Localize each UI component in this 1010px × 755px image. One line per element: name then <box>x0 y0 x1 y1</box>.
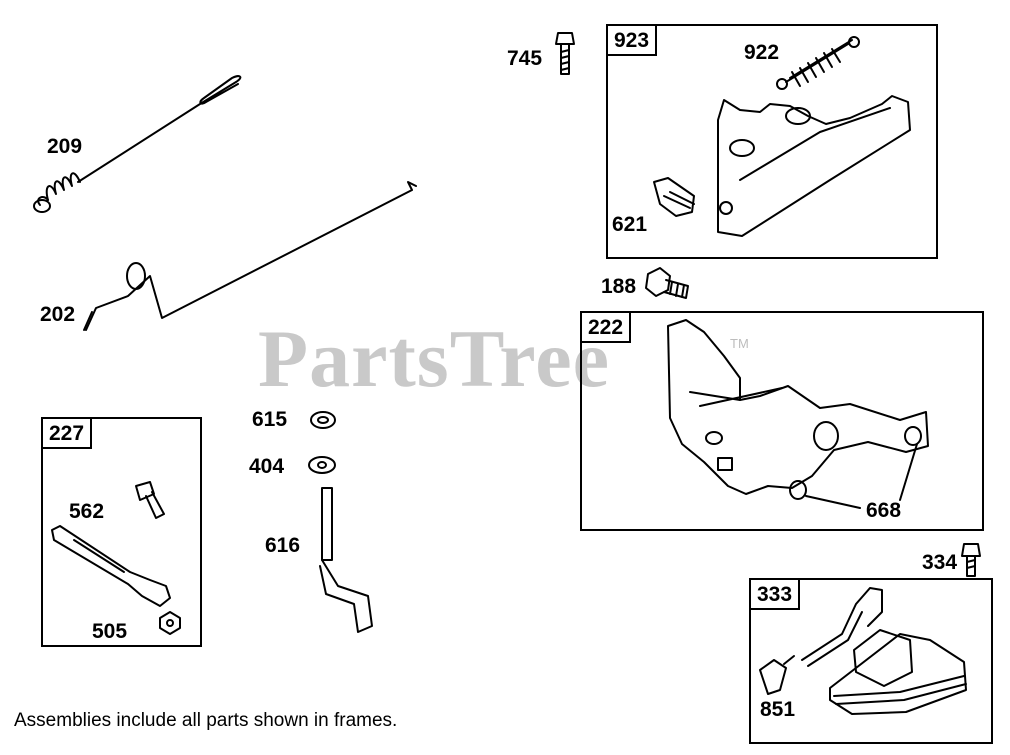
frame-333: 333 <box>749 578 993 744</box>
part-505-nut <box>159 611 181 635</box>
part-label-851[interactable]: 851 <box>760 698 796 721</box>
part-label-615[interactable]: 615 <box>252 408 288 431</box>
part-label-668[interactable]: 668 <box>866 499 902 522</box>
part-404-washer <box>308 456 336 474</box>
part-label-616[interactable]: 616 <box>265 534 301 557</box>
watermark-trademark: TM <box>730 336 749 351</box>
part-851-clip <box>759 655 795 695</box>
part-label-209[interactable]: 209 <box>47 135 83 158</box>
part-222-bracket <box>667 319 929 509</box>
assemblies-footnote: Assemblies include all parts shown in fr… <box>14 710 398 731</box>
part-562-bolt <box>135 481 165 519</box>
part-label-202[interactable]: 202 <box>40 303 76 326</box>
part-745-screw <box>555 32 575 75</box>
frame-227: 227 <box>41 417 202 647</box>
frame-222-number[interactable]: 222 <box>580 311 632 344</box>
part-922-spring <box>776 36 860 90</box>
frame-333-number[interactable]: 333 <box>749 578 801 611</box>
frame-227-number[interactable]: 227 <box>41 417 93 450</box>
part-label-505[interactable]: 505 <box>92 620 128 643</box>
frame-923: 923 <box>606 24 938 259</box>
part-label-404[interactable]: 404 <box>249 455 285 478</box>
part-227-lever <box>51 525 171 607</box>
watermark: PartsTree <box>258 313 611 404</box>
part-621-clip <box>653 177 695 217</box>
part-label-621[interactable]: 621 <box>612 213 648 236</box>
frame-923-number[interactable]: 923 <box>606 24 658 57</box>
part-616-shaft <box>319 487 373 633</box>
part-label-745[interactable]: 745 <box>507 47 543 70</box>
part-209-spring <box>33 75 242 213</box>
part-923-bracket <box>717 95 911 237</box>
part-333-coil <box>801 587 967 715</box>
part-188-bolt <box>645 267 689 299</box>
part-615-washer <box>310 411 336 429</box>
part-202-rod <box>83 181 417 331</box>
frame-222: 222 <box>580 311 984 531</box>
part-334-bolt <box>961 543 981 577</box>
part-label-188[interactable]: 188 <box>601 275 637 298</box>
part-label-922[interactable]: 922 <box>744 41 780 64</box>
part-label-334[interactable]: 334 <box>922 551 958 574</box>
part-label-562[interactable]: 562 <box>69 500 105 523</box>
